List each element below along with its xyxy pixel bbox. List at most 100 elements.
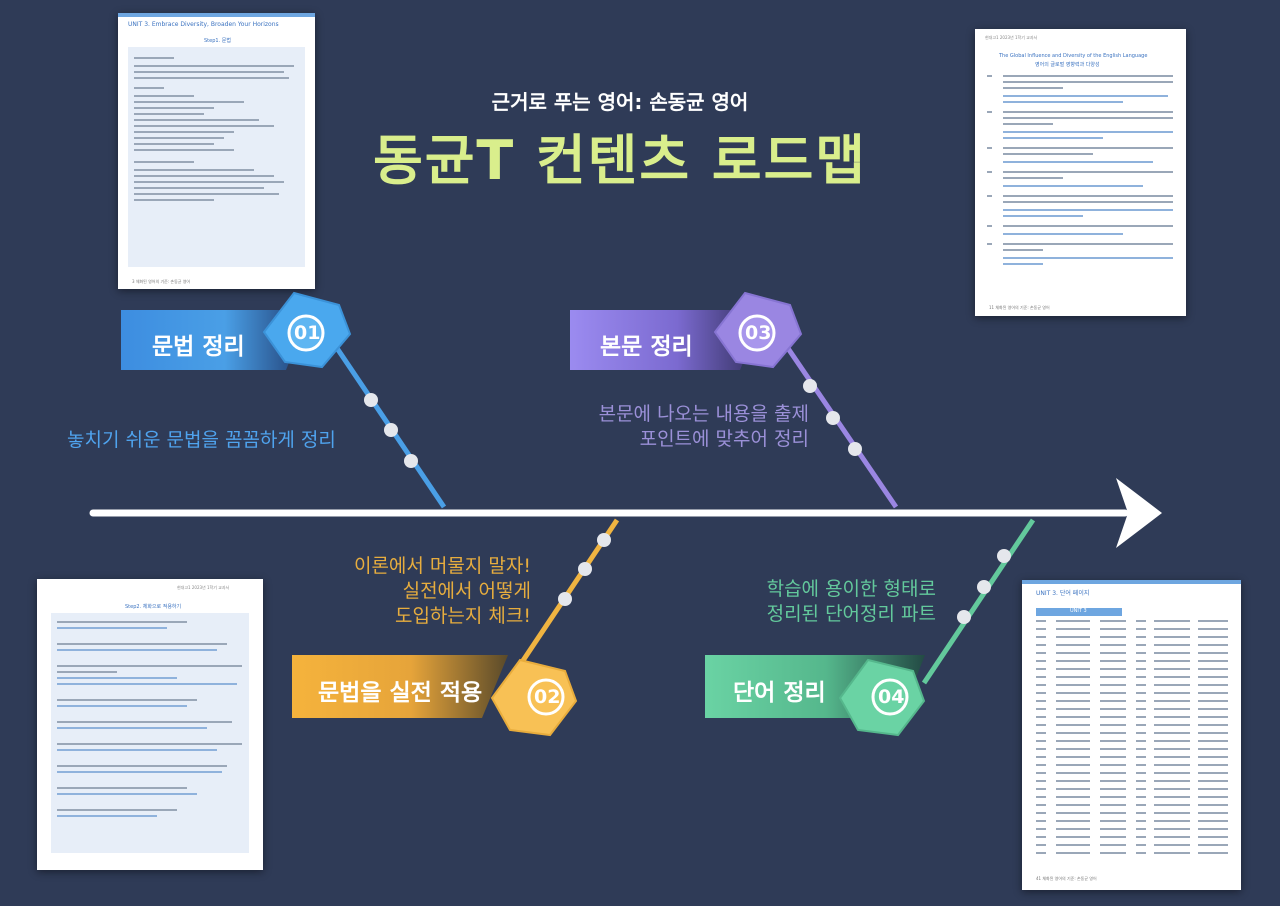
vocab-table-cell — [1056, 788, 1090, 790]
vocab-table-cell — [1136, 724, 1146, 726]
vocab-table-cell — [1136, 844, 1146, 846]
vocab-table-cell — [1100, 652, 1126, 654]
vocab-table-cell — [1100, 668, 1126, 670]
vocab-table-cell — [1136, 716, 1146, 718]
vocab-table-cell — [1198, 636, 1228, 638]
badge-01 — [287, 314, 325, 352]
vocab-table-cell — [1198, 764, 1228, 766]
vocab-table-cell — [1136, 820, 1146, 822]
vocab-table-cell — [1100, 740, 1126, 742]
vocab-table-cell — [1154, 644, 1190, 646]
vocab-table-cell — [1100, 804, 1126, 806]
page-title: 동균T 컨텐츠 로드맵 — [373, 129, 867, 192]
timeline-arrowhead — [1116, 478, 1162, 548]
vocab-table-cell — [1100, 828, 1126, 830]
vocab-table-cell — [1198, 796, 1228, 798]
vocab-table-cell — [1100, 716, 1126, 718]
vocab-table-cell — [1136, 836, 1146, 838]
vocab-table-cell — [1036, 732, 1046, 734]
vocab-table-cell — [1100, 684, 1126, 686]
vocab-table-cell — [1136, 852, 1146, 854]
branch-03-dot — [848, 442, 862, 456]
vocab-table-cell — [1136, 684, 1146, 686]
vocab-table-cell — [1136, 804, 1146, 806]
vocab-table-cell — [1136, 708, 1146, 710]
vocab-table-cell — [1136, 668, 1146, 670]
vocab-table-cell — [1154, 780, 1190, 782]
thumb-header: UNIT 3. 단어 페이지 — [1036, 590, 1090, 597]
vocab-table-cell — [1198, 644, 1228, 646]
branch-03-dot — [826, 411, 840, 425]
vocab-table-cell — [1136, 780, 1146, 782]
vocab-table-cell — [1198, 828, 1228, 830]
vocab-table-cell — [1198, 788, 1228, 790]
vocab-table-cell — [1056, 796, 1090, 798]
vocab-table-cell — [1154, 756, 1190, 758]
vocab-table-title: UNIT 3 — [1070, 608, 1087, 614]
vocab-table-cell — [1154, 716, 1190, 718]
vocab-table-cell — [1136, 660, 1146, 662]
banner-03 — [570, 310, 765, 370]
branch-04-dot — [997, 549, 1011, 563]
vocab-table-cell — [1154, 764, 1190, 766]
vocab-table-cell — [1036, 756, 1046, 758]
vocab-table-cell — [1036, 764, 1046, 766]
vocab-table-cell — [1198, 836, 1228, 838]
vocab-table-cell — [1154, 708, 1190, 710]
vocab-table-cell — [1136, 652, 1146, 654]
vocab-table-cell — [1036, 676, 1046, 678]
vocab-table-cell — [1154, 852, 1190, 854]
vocab-table-cell — [1154, 668, 1190, 670]
branch-01-dot — [404, 454, 418, 468]
step-01-label: 문법 정리 — [152, 334, 245, 360]
vocab-table-cell — [1100, 820, 1126, 822]
vocab-table-cell — [1136, 644, 1146, 646]
vocab-table-cell — [1056, 620, 1090, 622]
vocab-table-cell — [1154, 652, 1190, 654]
step-01-number: 01 — [294, 322, 321, 344]
vocab-table-cell — [1036, 844, 1046, 846]
vocab-table-cell — [1198, 844, 1228, 846]
thumb-subtitle: 영어의 글로벌 영향력과 다양성 — [1035, 62, 1100, 68]
vocab-table-cell — [1100, 732, 1126, 734]
vocab-table-cell — [1154, 844, 1190, 846]
vocab-table-cell — [1036, 668, 1046, 670]
vocab-table-cell — [1100, 764, 1126, 766]
vocab-table-cell — [1154, 772, 1190, 774]
vocab-table-cell — [1036, 708, 1046, 710]
branch-04 — [921, 518, 1036, 685]
vocab-table-cell — [1198, 812, 1228, 814]
branch-02-dot — [578, 562, 592, 576]
vocab-table-cell — [1136, 764, 1146, 766]
vocab-table-cell — [1100, 780, 1126, 782]
vocab-table-cell — [1056, 780, 1090, 782]
vocab-table-cell — [1136, 788, 1146, 790]
vocab-table-cell — [1100, 756, 1126, 758]
vocab-table-cell — [1100, 852, 1126, 854]
vocab-table-cell — [1100, 660, 1126, 662]
vocab-table-cell — [1100, 692, 1126, 694]
vocab-table-cell — [1036, 660, 1046, 662]
vocab-table-cell — [1100, 772, 1126, 774]
vocab-page-thumbnail: UNIT 3. 단어 페이지 UNIT 3 41 체화된 영어의 기준: 손동균… — [1022, 580, 1241, 890]
vocab-table-cell — [1056, 700, 1090, 702]
vocab-table-cell — [1154, 684, 1190, 686]
vocab-table-cell — [1154, 692, 1190, 694]
vocab-table-cell — [1036, 852, 1046, 854]
vocab-table-cell — [1198, 652, 1228, 654]
branch-01-dot — [364, 393, 378, 407]
step-03-label: 본문 정리 — [600, 334, 693, 360]
vocab-table-cell — [1036, 812, 1046, 814]
vocab-table-cell — [1036, 772, 1046, 774]
vocab-table-cell — [1154, 628, 1190, 630]
vocab-table-cell — [1154, 788, 1190, 790]
vocab-table-cell — [1056, 732, 1090, 734]
grammar-page-thumbnail: UNIT 3. Embrace Diversity, Broaden Your … — [118, 13, 315, 289]
vocab-table-cell — [1056, 684, 1090, 686]
vocab-table-cell — [1136, 740, 1146, 742]
step-04-label: 단어 정리 — [733, 680, 826, 706]
vocab-table-cell — [1036, 820, 1046, 822]
vocab-table-cell — [1136, 796, 1146, 798]
thumb-header: 현대고1 2023년 1학기 교과서 — [177, 585, 230, 590]
